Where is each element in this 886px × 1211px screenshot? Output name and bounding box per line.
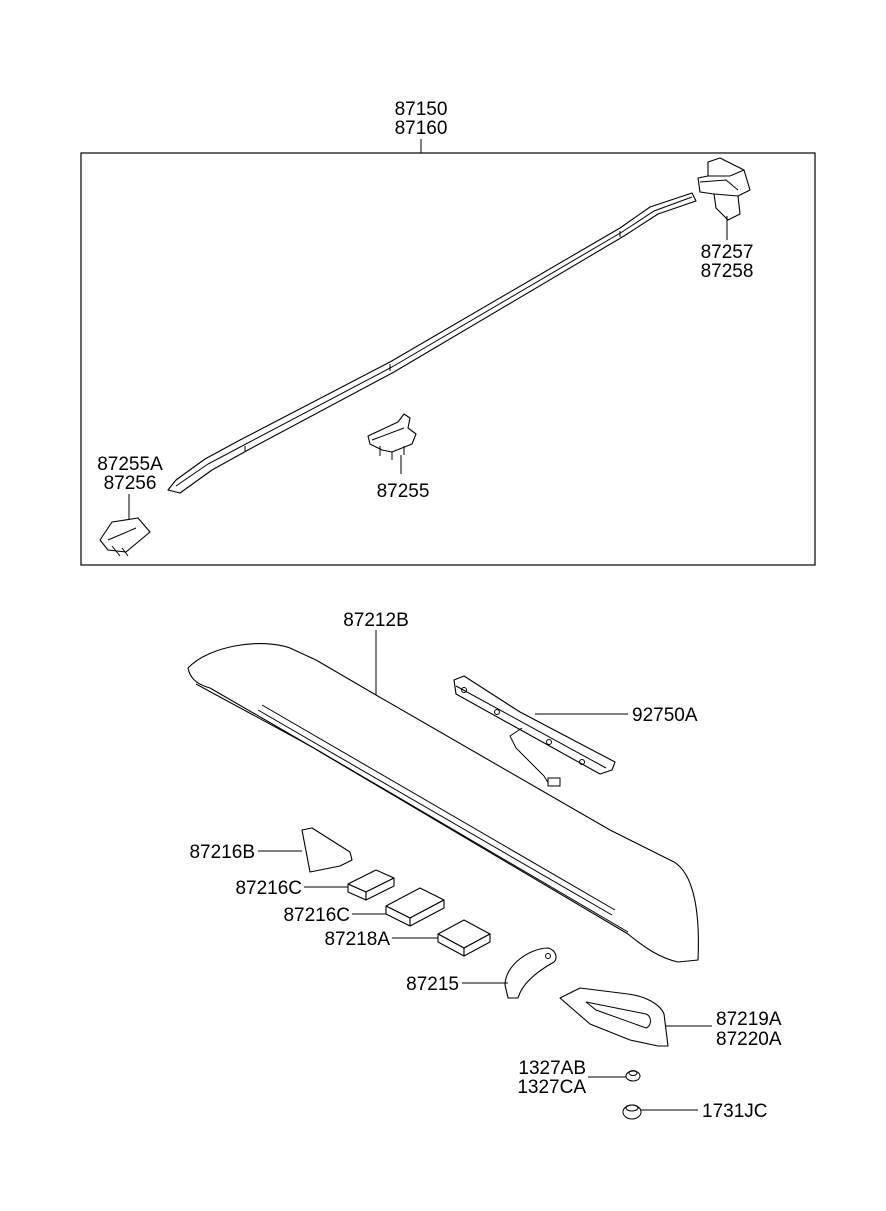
roof-rack-group-frame: [80, 152, 816, 566]
callout-1731JC: 1731JC: [702, 1101, 768, 1122]
callout-87257: 87257: [701, 242, 754, 263]
roof-rack-rail: [167, 192, 697, 494]
rear-spoiler: 87212B: [187, 610, 699, 963]
pad-square: 87218A: [324, 919, 491, 957]
callout-87216B: 87216B: [189, 842, 255, 863]
callout-1327AB: 1327AB: [518, 1058, 586, 1079]
front-end-cap: 87255A 87256: [97, 454, 163, 557]
callout-87255A: 87255A: [97, 454, 163, 475]
callout-87215: 87215: [406, 974, 459, 995]
callout-87216C-b: 87216C: [283, 905, 350, 926]
callout-87212B: 87212B: [343, 610, 409, 631]
pad-small: 87216C: [235, 869, 395, 901]
callout-87258: 87258: [701, 261, 754, 282]
callout-87219A: 87219A: [716, 1009, 782, 1030]
callout-1327CA: 1327CA: [517, 1077, 586, 1098]
callout-87256: 87256: [104, 473, 157, 494]
high-mount-stop-lamp: 92750A: [453, 675, 698, 787]
side-bracket: 87219A 87220A: [559, 987, 782, 1050]
callout-87220A: 87220A: [716, 1029, 782, 1050]
spoiler-bracket-tri: 87216B: [189, 827, 353, 873]
callout-92750A: 92750A: [632, 705, 698, 726]
callout-87150: 87150: [395, 99, 448, 120]
grommet: 1731JC: [622, 1101, 768, 1122]
spoiler-bracket: 87215: [406, 947, 557, 999]
nut: 1327AB 1327CA: [517, 1058, 641, 1098]
callout-87160: 87160: [395, 118, 448, 139]
callout-roof-rack-rail: 87150 87160: [395, 99, 448, 153]
callout-87255: 87255: [377, 481, 430, 502]
callout-87216C-a: 87216C: [235, 878, 302, 899]
rear-end-cap: 87257 87258: [697, 157, 754, 282]
callout-87218A: 87218A: [324, 929, 390, 950]
rail-clip: 87255: [367, 413, 430, 502]
pad-medium: 87216C: [283, 887, 445, 927]
